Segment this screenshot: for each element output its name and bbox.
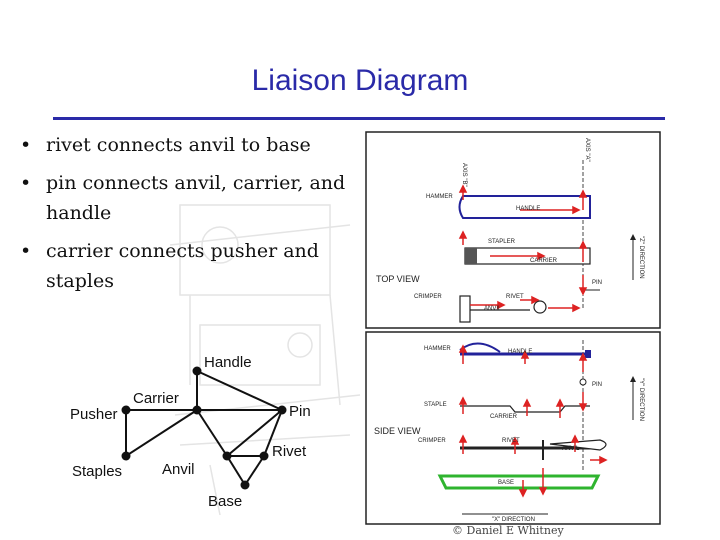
y-direction-label: "Y" DIRECTION <box>638 378 644 421</box>
side-handle-label: HANDLE <box>508 349 532 355</box>
node-anvil <box>222 451 232 461</box>
bullet-item: • rivet connects anvil to base <box>20 130 365 160</box>
top-view-frame <box>365 131 661 329</box>
node-pusher <box>121 405 131 415</box>
graph-nodes <box>121 366 287 490</box>
side-base-label: BASE <box>498 480 514 486</box>
bullet-text: rivet connects anvil to base <box>46 134 311 156</box>
stapler-background-sketch <box>169 204 361 516</box>
liaison-graph: Handle Carrier Pusher Pin Staples Anvil … <box>70 354 311 510</box>
top-handle-label: HANDLE <box>516 206 540 212</box>
bullet-text: pin connects anvil, carrier, and handle <box>46 172 346 224</box>
side-view-contact-arrows <box>458 344 608 498</box>
edge-pin-rivet <box>263 409 283 457</box>
z-direction-label: "Z" DIRECTION <box>638 236 644 279</box>
top-rivet-shape <box>533 300 547 314</box>
side-view-frame <box>365 331 661 525</box>
side-anvil-label: ANVIL <box>562 446 580 452</box>
node-label-carrier: Carrier <box>133 390 179 407</box>
top-hammer-label: HAMMER <box>426 194 453 200</box>
node-staples <box>121 451 131 461</box>
bullet-item: • carrier connects pusher and staples <box>20 236 365 296</box>
axis-a-label: AXIS "A" <box>584 138 590 162</box>
node-label-staples: Staples <box>72 463 122 480</box>
top-anvil-label: ANVIL <box>484 306 502 312</box>
top-stapler-label: STAPLER <box>488 239 516 245</box>
node-rivet <box>259 451 269 461</box>
node-handle <box>192 366 202 376</box>
graph-edges <box>125 370 283 486</box>
side-pin-shape <box>579 378 587 386</box>
y-direction-arrowhead <box>630 376 636 382</box>
side-hammer-label: HAMMER <box>424 346 451 352</box>
side-rivet-label: RIVET <box>502 438 520 444</box>
side-carrier-label: CARRIER <box>490 414 518 420</box>
top-carrier-label: CARRIER <box>530 258 558 264</box>
node-base <box>240 480 250 490</box>
z-direction-arrowhead <box>630 234 636 240</box>
node-label-base: Base <box>208 493 242 510</box>
top-view-label: TOP VIEW <box>376 274 420 284</box>
top-crimper-label: CRIMPER <box>414 294 442 300</box>
stapler-views-diagram: AXIS "A" AXIS "B" "Z" DIRECTION HAMMER H… <box>365 131 661 525</box>
top-rivet-label: RIVET <box>506 294 524 300</box>
side-view-label: SIDE VIEW <box>374 426 421 436</box>
side-crimper-label: CRIMPER <box>418 438 446 444</box>
edge-anvil-base <box>226 455 246 486</box>
side-pin-label: PIN <box>592 382 602 388</box>
node-pin <box>277 405 287 415</box>
top-view-contact-arrows <box>458 184 588 313</box>
node-carrier <box>192 405 202 415</box>
node-label-pusher: Pusher <box>70 406 118 423</box>
bullet-text: carrier connects pusher and staples <box>46 240 319 292</box>
edge-carrier-anvil <box>196 409 228 457</box>
copyright-text: © Daniel E Whitney <box>452 524 564 537</box>
edge-carrier-staples <box>125 409 198 457</box>
bullet-dot-icon: • <box>20 172 32 194</box>
node-label-rivet: Rivet <box>272 443 307 460</box>
title-underline <box>53 117 665 120</box>
x-direction-label: "X" DIRECTION <box>492 517 535 523</box>
top-handle-shape <box>458 195 591 219</box>
side-anvil-shape <box>549 439 607 451</box>
bullet-dot-icon: • <box>20 134 32 156</box>
top-pin-label: PIN <box>592 280 602 286</box>
bullet-dot-icon: • <box>20 240 32 262</box>
top-staples-block <box>465 248 477 264</box>
side-carrier-shape <box>460 405 590 413</box>
side-staple-label: STAPLE <box>424 402 447 408</box>
edge-rivet-base <box>244 455 265 486</box>
node-label-anvil: Anvil <box>162 461 195 478</box>
edge-anvil-pin <box>226 409 283 457</box>
node-label-handle: Handle <box>204 354 252 371</box>
bullet-list: • rivet connects anvil to base • pin conne… <box>20 130 365 304</box>
bullet-item: • pin connects anvil, carrier, and handle <box>20 168 365 228</box>
top-crimper-shape <box>459 295 471 323</box>
edge-handle-pin <box>196 370 283 411</box>
slide-title: Liaison Diagram <box>251 64 469 97</box>
side-base-shape <box>437 474 601 490</box>
axis-b-label: AXIS "B" <box>461 163 467 187</box>
node-label-pin: Pin <box>289 403 311 420</box>
